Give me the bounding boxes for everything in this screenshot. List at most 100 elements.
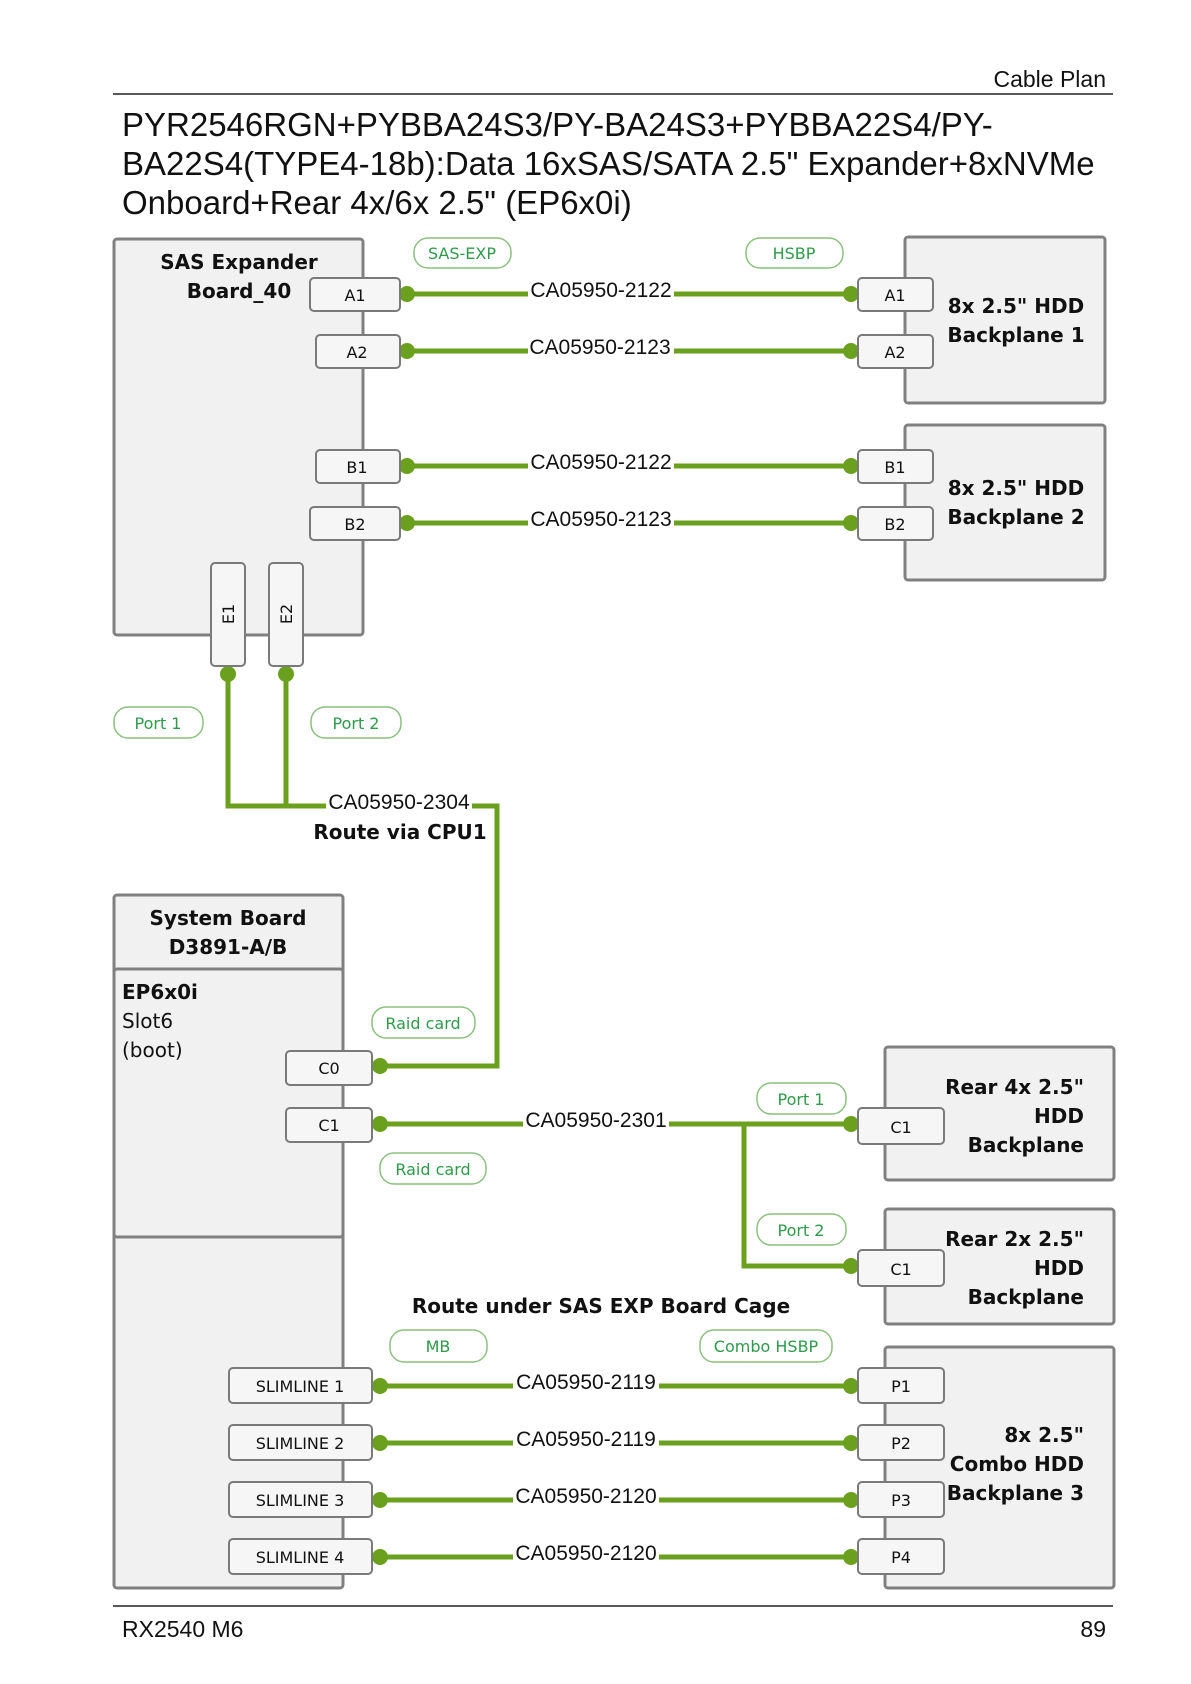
- sas-expander-title-2: Board_40: [187, 279, 292, 303]
- connector-slimline-3: [228, 1481, 373, 1518]
- combo-backplane-3: [883, 1345, 1116, 1590]
- connector-slimline-4-label: SLIMLINE 4: [256, 1548, 345, 1567]
- connector-bp2-b1-label: B1: [884, 458, 905, 477]
- rear-4x-title-2: HDD: [1034, 1104, 1084, 1128]
- backplane-1-title-1: 8x 2.5" HDD: [948, 294, 1085, 318]
- tag-hsbp: [745, 237, 844, 269]
- connector-sas-b1-label: B1: [346, 458, 367, 477]
- connector-bp2-b1: [857, 449, 934, 484]
- connector-bp1-a1-label: A1: [884, 286, 905, 305]
- cable-s1-label-bg: [513, 1370, 659, 1394]
- combo-title-3: Backplane 3: [947, 1481, 1084, 1505]
- cable-b2-label-bg: [528, 507, 674, 531]
- cable-s2-label: CA05950-2119: [516, 1428, 656, 1451]
- sas-expander-title-1: SAS Expander: [160, 250, 318, 274]
- tag-hsbp-label: HSBP: [773, 244, 816, 263]
- connector-raid-c1: [285, 1107, 373, 1143]
- tag-port1-top: [113, 706, 204, 739]
- system-board-title-2: D3891-A/B: [169, 935, 288, 959]
- route-note: Route under SAS EXP Board Cage: [412, 1294, 790, 1318]
- tag-combo-hsbp-label: Combo HSBP: [714, 1337, 819, 1356]
- backplane-2-title-2: Backplane 2: [947, 505, 1084, 529]
- cable-b1-label-bg: [528, 450, 674, 474]
- connector-sas-a2-label: A2: [346, 343, 367, 362]
- cable-e-note: Route via CPU1: [313, 820, 486, 844]
- connector-combo-p4: [857, 1538, 945, 1575]
- backplane-1: [903, 235, 1107, 405]
- raid-card-title: EP6x0i: [122, 980, 198, 1004]
- connector-slimline-2: [228, 1424, 373, 1461]
- connector-raid-c0: [285, 1050, 373, 1086]
- connector-raid-c1-label: C1: [318, 1116, 339, 1135]
- connector-raid-c0-label: C0: [318, 1059, 339, 1078]
- tag-raid-card-2-label: Raid card: [395, 1160, 470, 1179]
- cable-s4-label: CA05950-2120: [515, 1542, 656, 1565]
- title-line-3: Onboard+Rear 4x/6x 2.5" (EP6x0i): [122, 184, 632, 221]
- tag-port1-rear-label: Port 1: [778, 1090, 825, 1109]
- cable-c1: [372, 1116, 859, 1274]
- connector-bp2-b2-label: B2: [884, 515, 905, 534]
- tag-port2-rear-label: Port 2: [778, 1221, 825, 1240]
- tag-port2-top-label: Port 2: [333, 714, 380, 733]
- tag-port1-rear: [756, 1082, 847, 1115]
- tag-sas-exp-label: SAS-EXP: [428, 244, 496, 263]
- connector-sas-e2-label: E2: [277, 604, 296, 624]
- raid-card-boot: (boot): [122, 1038, 183, 1062]
- connector-rear2-c1: [857, 1249, 945, 1287]
- cable-b2-label: CA05950-2123: [530, 508, 671, 531]
- connector-rear2-c1-label: C1: [890, 1260, 911, 1279]
- connector-combo-p3-label: P3: [891, 1491, 911, 1510]
- tag-port2-rear: [756, 1213, 847, 1246]
- connector-sas-a1: [309, 277, 401, 312]
- connector-rear4-c1-label: C1: [890, 1118, 911, 1137]
- connector-rear4-c1: [857, 1107, 945, 1145]
- rear-2x-title-3: Backplane: [968, 1285, 1084, 1309]
- raid-card-slot: Slot6: [122, 1009, 173, 1033]
- connector-combo-p4-label: P4: [891, 1548, 911, 1567]
- backplane-1-title-2: Backplane 1: [947, 323, 1084, 347]
- connector-bp1-a2-label: A2: [884, 343, 905, 362]
- raid-card-ep6x0i: [112, 967, 345, 1239]
- tag-mb: [389, 1329, 488, 1363]
- system-board-title-1: System Board: [150, 906, 307, 930]
- cable-s2-label-bg: [513, 1427, 659, 1451]
- connector-bp2-b2: [857, 506, 934, 541]
- title-line-2: BA22S4(TYPE4-18b):Data 16xSAS/SATA 2.5" …: [122, 145, 1095, 182]
- rear-4x-title-3: Backplane: [968, 1133, 1084, 1157]
- connector-combo-p1-label: P1: [891, 1377, 911, 1396]
- tag-raid-card-1-label: Raid card: [385, 1014, 460, 1033]
- connector-sas-e2: [268, 562, 304, 667]
- cable-a2-label-bg: [528, 335, 674, 359]
- tag-combo-hsbp: [699, 1329, 833, 1363]
- cable-s3-label-bg: [513, 1484, 659, 1508]
- connector-sas-b1: [315, 449, 401, 484]
- rear-2x-title-2: HDD: [1034, 1256, 1084, 1280]
- connector-sas-a2: [315, 334, 401, 369]
- tag-mb-label: MB: [426, 1337, 451, 1356]
- connector-bp1-a2: [857, 334, 934, 369]
- cable-c1-label: CA05950-2301: [525, 1109, 666, 1132]
- connector-slimline-2-label: SLIMLINE 2: [256, 1434, 345, 1453]
- footer-model: RX2540 M6: [122, 1616, 243, 1642]
- tag-port2-top: [310, 706, 402, 739]
- cable-e-label-bg: [326, 790, 472, 814]
- cable-c1-label-bg: [523, 1108, 669, 1132]
- cable-s3-label: CA05950-2120: [515, 1485, 656, 1508]
- cable-a2-label: CA05950-2123: [529, 336, 670, 359]
- cable-b1-label: CA05950-2122: [530, 451, 671, 474]
- title-line-1: PYR2546RGN+PYBBA24S3/PY-BA24S3+PYBBA22S4…: [122, 106, 993, 143]
- tag-port1-top-label: Port 1: [135, 714, 182, 733]
- cable-a1-label: CA05950-2122: [530, 279, 671, 302]
- connector-bp1-a1: [857, 277, 934, 312]
- connector-sas-b2: [309, 506, 401, 541]
- footer-page-number: 89: [1080, 1616, 1106, 1642]
- tag-raid-card-1: [371, 1006, 476, 1039]
- header-section-title: Cable Plan: [993, 66, 1106, 92]
- connector-sas-e1: [210, 562, 246, 667]
- connector-sas-b2-label: B2: [344, 515, 365, 534]
- rear-2x-title-1: Rear 2x 2.5": [945, 1227, 1084, 1251]
- cable-a1-label-bg: [528, 278, 674, 302]
- combo-title-2: Combo HDD: [950, 1452, 1084, 1476]
- connector-slimline-1-label: SLIMLINE 1: [256, 1377, 345, 1396]
